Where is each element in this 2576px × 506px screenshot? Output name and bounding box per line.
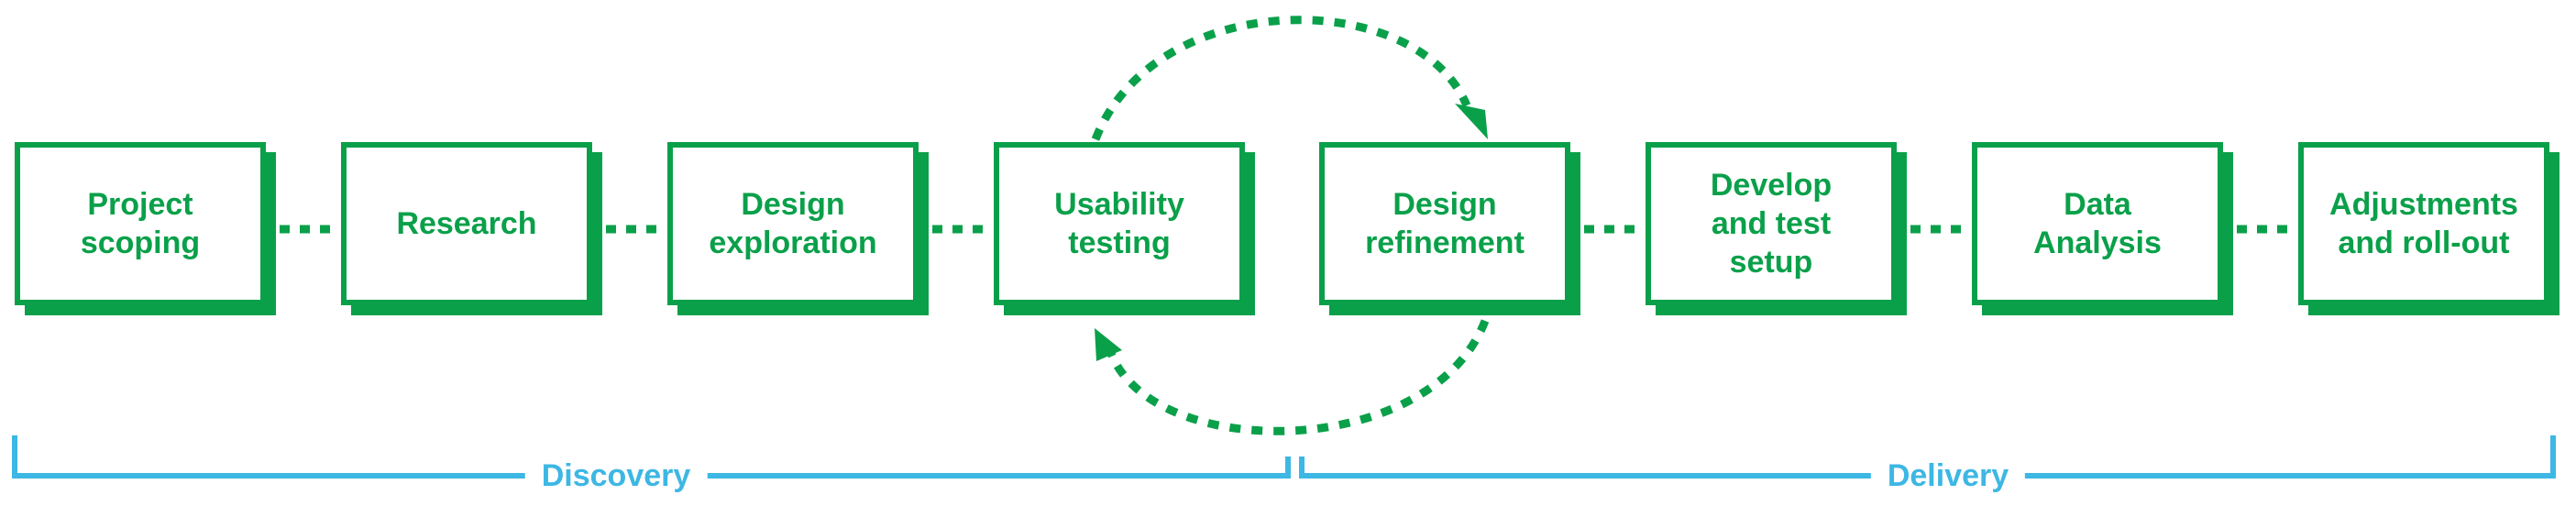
- step-label: Usability testing: [1054, 187, 1184, 260]
- loop-arrowhead-top: [1455, 104, 1488, 139]
- loop-arrowhead-bottom: [1095, 328, 1122, 361]
- phase-label-discovery: Discovery: [524, 454, 708, 498]
- step-adjustments-rollout: Adjustments and roll-out: [2298, 142, 2549, 305]
- step-usability-testing: Usability testing: [994, 142, 1245, 305]
- loop-arc-bottom: [1105, 319, 1490, 435]
- step-label: Research: [396, 206, 537, 241]
- step-label: Design refinement: [1365, 187, 1525, 260]
- step-design-exploration: Design exploration: [667, 142, 919, 305]
- step-research: Research: [341, 142, 592, 305]
- step-label: Data Analysis: [2033, 187, 2162, 260]
- step-label: Develop and test setup: [1710, 168, 1833, 280]
- phase-label-delivery: Delivery: [1870, 454, 2026, 498]
- step-label: Project scoping: [80, 187, 201, 260]
- step-project-scoping: Project scoping: [15, 142, 266, 305]
- step-design-refinement: Design refinement: [1319, 142, 1570, 305]
- step-label: Design exploration: [709, 187, 877, 260]
- step-data-analysis: Data Analysis: [1972, 142, 2223, 305]
- step-develop-test-setup: Develop and test setup: [1646, 142, 1897, 305]
- loop-arc-top: [1091, 16, 1471, 141]
- step-label: Adjustments and roll-out: [2329, 187, 2518, 260]
